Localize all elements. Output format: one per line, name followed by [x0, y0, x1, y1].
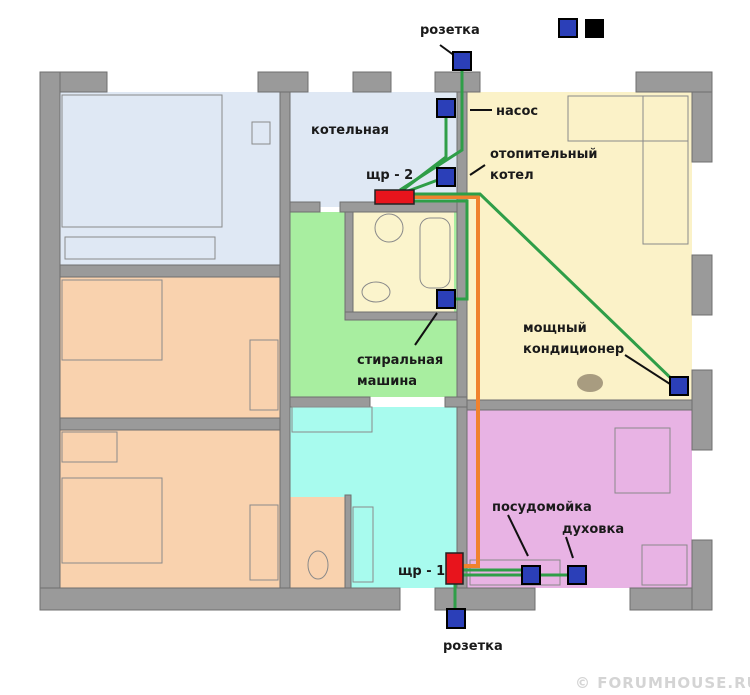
room-bedroom-1	[60, 92, 282, 267]
bed-icon	[61, 279, 163, 361]
label-dishwasher: посудомойка	[492, 500, 592, 515]
room-toilet	[290, 497, 345, 588]
bed-icon	[61, 477, 163, 564]
walls	[39, 71, 713, 611]
orange-cable	[414, 195, 480, 568]
label-boiler-2: котел	[490, 168, 534, 183]
label-panel-1: щр - 1	[398, 564, 445, 579]
label-pump: насос	[496, 104, 538, 119]
outlet-icon	[446, 608, 466, 629]
furniture	[61, 94, 689, 586]
oven-icon	[567, 565, 587, 585]
wire-washer	[414, 199, 469, 301]
room-kitchen	[467, 410, 692, 588]
ac-icon	[669, 376, 689, 396]
bed-icon	[61, 94, 223, 228]
wire-pump	[399, 108, 448, 194]
label-outlet-top: розетка	[420, 23, 480, 38]
label-boiler-room: котельная	[311, 123, 389, 138]
legend-device-icon	[558, 18, 578, 38]
room-living	[467, 92, 692, 400]
panel-2-icon	[374, 189, 415, 205]
label-ac-1: мощный	[523, 321, 587, 336]
label-oven: духовка	[562, 522, 624, 537]
legend-black-square-icon	[585, 19, 604, 38]
label-outlet-bottom: розетка	[443, 639, 503, 654]
room-bedroom-3	[60, 430, 280, 588]
label-washer-2: машина	[357, 374, 417, 389]
pump-icon	[436, 98, 456, 118]
washer-icon	[436, 289, 456, 309]
wire-ac	[414, 192, 681, 388]
boiler-icon	[436, 167, 456, 187]
label-washer-1: стиральная	[357, 353, 443, 368]
room-bedroom-2	[60, 276, 280, 419]
label-ac-2: кондиционер	[523, 342, 624, 357]
watermark: © FORUMHOUSE.RU	[575, 674, 750, 692]
dishwasher-icon	[521, 565, 541, 585]
room-boiler	[290, 92, 457, 207]
label-boiler-1: отопительный	[490, 147, 597, 162]
outlet-icon	[452, 51, 472, 71]
label-panel-2: щр - 2	[366, 168, 413, 183]
panel-1-icon	[445, 552, 464, 585]
